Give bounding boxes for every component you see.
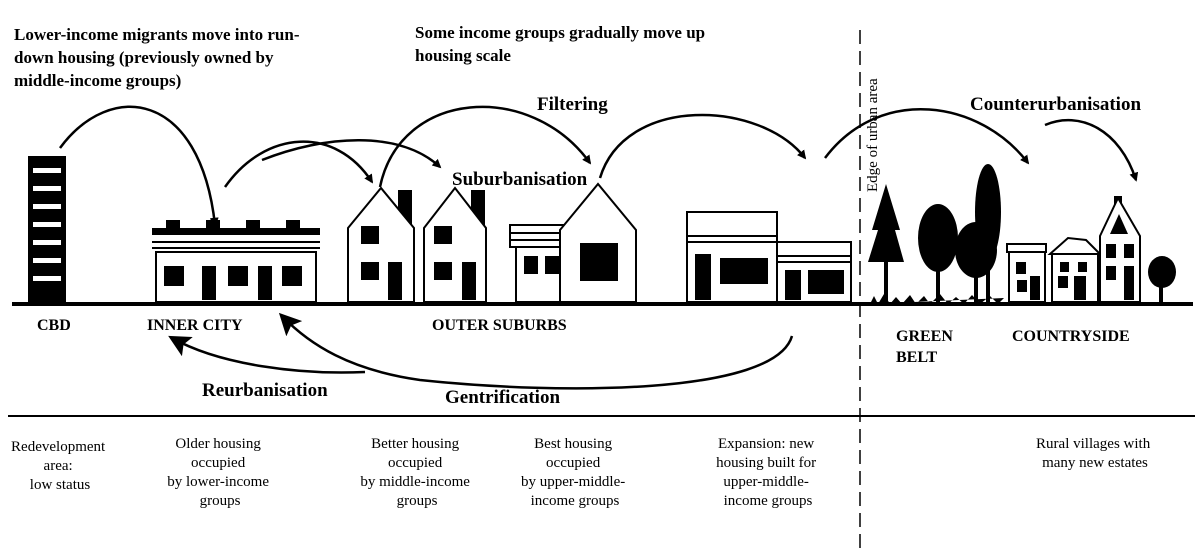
suburbanisation-label: Suburbanisation (452, 169, 588, 190)
desc-expansion: Expansion: new housing built for upper-m… (716, 436, 820, 509)
desc-rural-villages: Rural villages with many new estates (1036, 436, 1154, 471)
middle-income-houses-icon (347, 186, 487, 303)
zone-inner-city-label: INNER CITY (147, 317, 243, 334)
reurbanisation-arrow (168, 335, 366, 374)
zone-green-belt-label: GREEN BELT (896, 328, 957, 366)
migrant-arrow (58, 105, 219, 227)
zone-cbd-label: CBD (37, 317, 71, 334)
inner-to-better-arrow (261, 139, 442, 169)
counterurbanisation-label: Counterurbanisation (970, 94, 1141, 115)
inner-to-middle-arrow (223, 140, 374, 188)
gentrification-arrow (278, 312, 794, 390)
new-housing-icon (686, 211, 852, 303)
terraced-houses-icon (152, 220, 320, 303)
green-belt-trees-icon (868, 164, 1004, 304)
desc-older-housing: Older housing occupied by lower-income g… (167, 436, 273, 509)
desc-better-housing: Better housing occupied by middle-income… (360, 436, 473, 509)
filtering-arrow (378, 105, 592, 188)
upper-middle-house-icon (509, 182, 637, 303)
flow-arrows (58, 105, 1139, 227)
housing-scale-note: Some income groups gradually move up hou… (415, 23, 709, 65)
gentrification-label: Gentrification (445, 387, 560, 408)
cbd-tower-icon (28, 156, 66, 302)
zone-outer-suburbs-label: OUTER SUBURBS (432, 317, 567, 334)
filtering-label: Filtering (537, 94, 608, 115)
urban-edge-label: Edge of urban area (865, 78, 881, 192)
desc-best-housing: Best housing occupied by upper-middle- i… (521, 436, 629, 509)
counterurban-arrow-1 (824, 107, 1030, 165)
outer-expansion-arrow (598, 113, 807, 179)
reurbanisation-label: Reurbanisation (202, 380, 328, 401)
zone-countryside-label: COUNTRYSIDE (1012, 328, 1130, 345)
return-arrows (168, 312, 794, 390)
village-houses-icon (1006, 195, 1176, 303)
migrants-note: Lower-income migrants move into run- dow… (14, 25, 304, 90)
desc-redevelopment: Redevelopment area: low status (11, 439, 109, 493)
counterurban-arrow-2 (1044, 118, 1139, 182)
